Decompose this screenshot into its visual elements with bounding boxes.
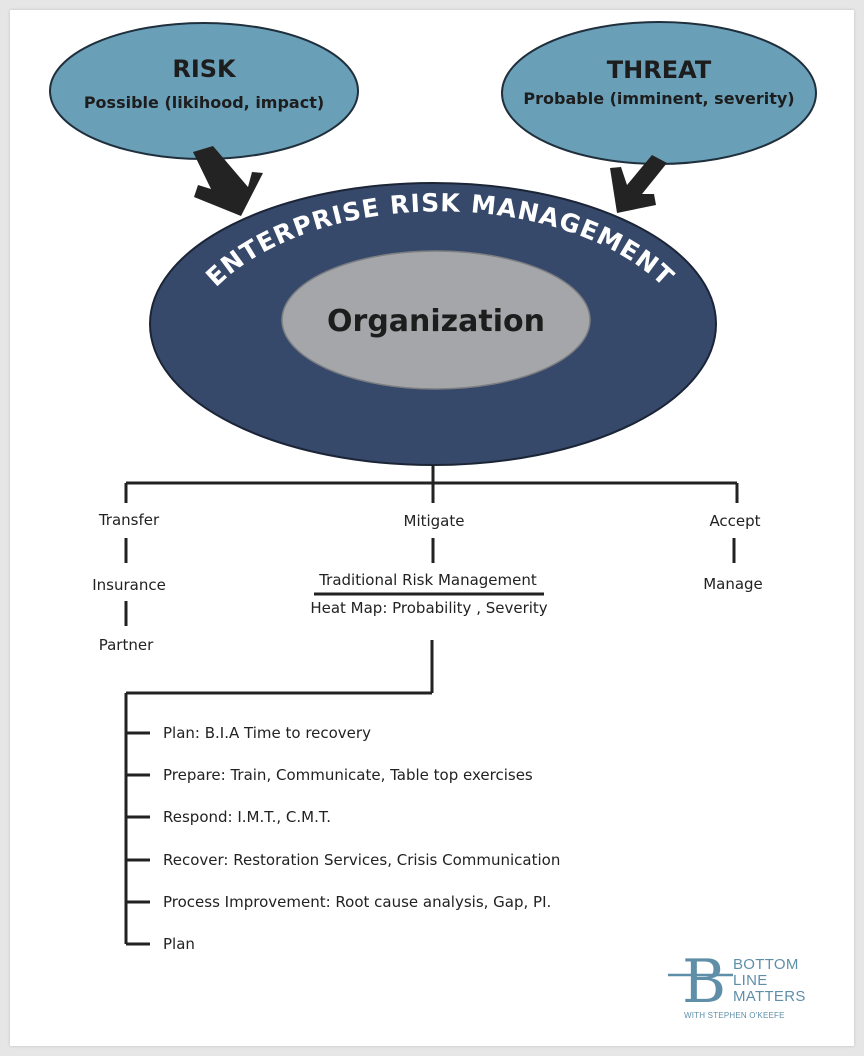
step-item: Plan [163, 935, 195, 953]
logo-line1: BOTTOM [733, 956, 799, 973]
risk-ellipse [49, 22, 359, 160]
mitigate-label: Mitigate [404, 512, 465, 530]
organization-ellipse [281, 250, 591, 390]
logo-b-letter: B [682, 947, 726, 1017]
accept-label: Accept [709, 512, 760, 530]
insurance-label: Insurance [92, 576, 166, 594]
step-item: Recover: Restoration Services, Crisis Co… [163, 851, 560, 869]
risk-title: RISK [172, 55, 237, 83]
risk-arrow [193, 146, 263, 216]
threat-subtitle: Probable (imminent, severity) [523, 89, 794, 108]
step-item: Respond: I.M.T., C.M.T. [163, 808, 331, 826]
manage-label: Manage [703, 575, 763, 593]
heat-map-label: Heat Map: Probability , Severity [310, 599, 547, 617]
step-item: Process Improvement: Root cause analysis… [163, 893, 551, 911]
logo-line3: MATTERS [733, 988, 806, 1005]
logo-tagline: WITH STEPHEN O'KEEFE [684, 1011, 785, 1020]
bottom-line-matters-logo: B BOTTOM LINE MATTERS WITH STEPHEN O'KEE… [668, 947, 806, 1020]
transfer-label: Transfer [98, 511, 160, 529]
partner-label: Partner [99, 636, 154, 654]
traditional-risk-label: Traditional Risk Management [318, 571, 537, 589]
threat-title: THREAT [607, 56, 712, 84]
step-item: Plan: B.I.A Time to recovery [163, 724, 371, 742]
organization-label: Organization [327, 304, 545, 339]
threat-arrow [610, 155, 667, 213]
step-item: Prepare: Train, Communicate, Table top e… [163, 766, 533, 784]
branch-connectors [124, 465, 739, 946]
risk-subtitle: Possible (likihood, impact) [84, 93, 324, 112]
logo-line2: LINE [733, 972, 768, 989]
